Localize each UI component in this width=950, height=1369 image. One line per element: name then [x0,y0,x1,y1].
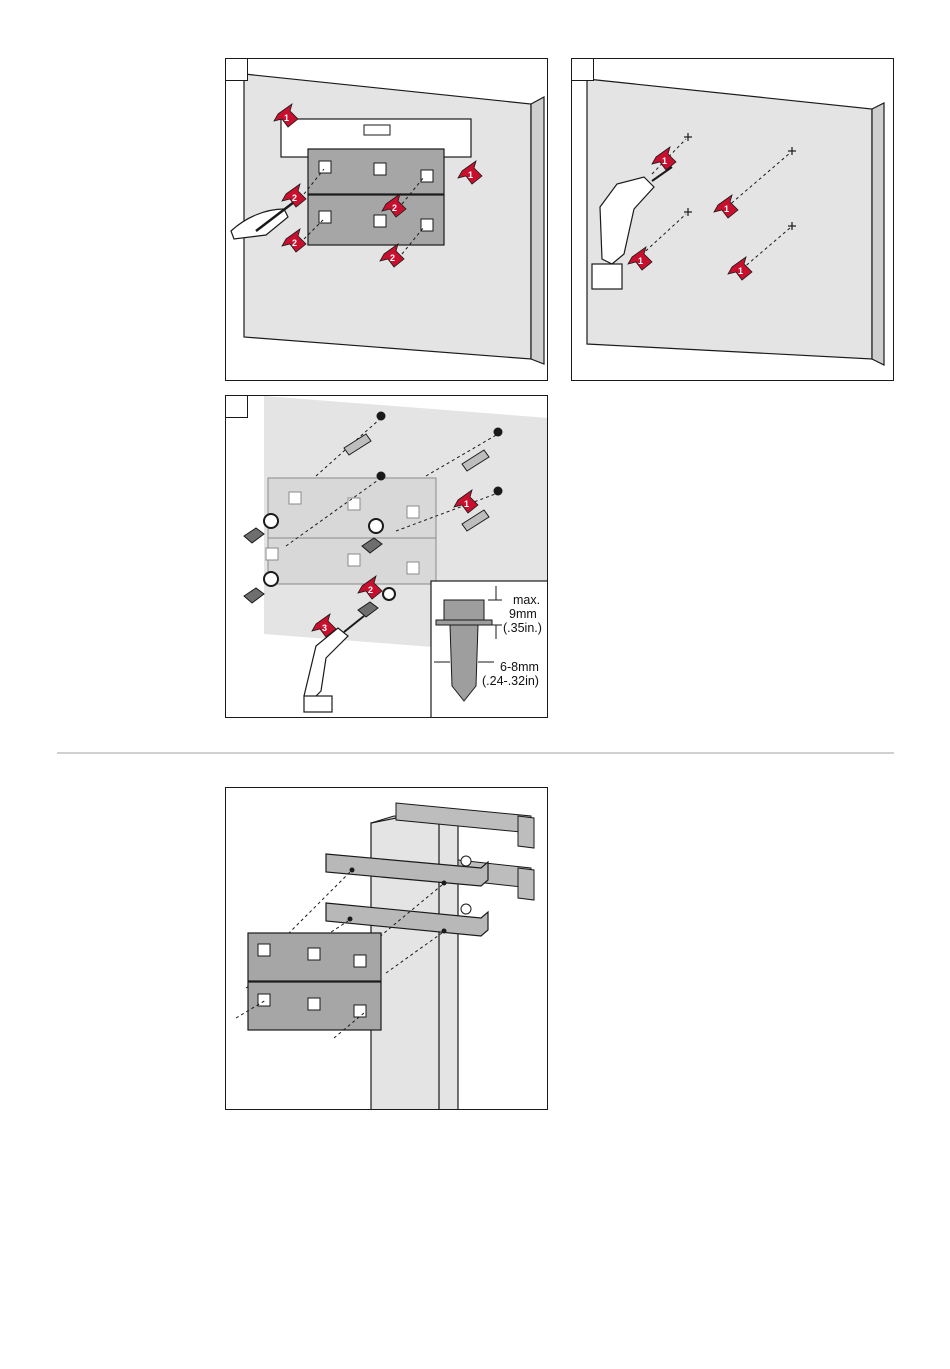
arrow-number-label: 1 [284,113,289,123]
arrow-number-label: 1 [738,266,743,276]
arrow-number-label: 2 [392,203,397,213]
pole-mount-illustration [226,788,548,1110]
figure-screw-bracket: 1 2 3 max. 9mm (.35in.) 6-8mm (.24-.32in… [225,395,548,718]
screw-diameter-in: (.24-.32in) [482,674,539,688]
figure-drill-holes: 1 1 1 1 [571,58,894,381]
screw-head-height-label: max. [513,593,540,607]
arrow-number-label: 1 [468,170,473,180]
arrow-number-label: 1 [638,256,643,266]
screw-head-height-mm: 9mm [509,607,537,621]
drill-holes-illustration: 1 1 1 1 [572,59,894,381]
step-number-box [226,59,248,81]
mark-holes-illustration: 1 1 2 2 2 2 [226,59,548,381]
arrow-number-label: 3 [322,623,327,633]
step-number-box [226,396,248,418]
section-divider [57,752,894,754]
screw-diameter-mm: 6-8mm [500,660,539,674]
pole [371,810,458,1110]
figure-pole-mount [225,787,548,1110]
step-number-box [572,59,594,81]
screw-head-height-in: (.35in.) [503,621,542,635]
arrow-number-label: 2 [390,253,395,263]
arrow-number-label: 1 [464,499,469,509]
arrow-number-label: 1 [662,156,667,166]
arrow-number-label: 1 [724,204,729,214]
arrow-number-label: 2 [368,585,373,595]
arrow-number-label: 2 [292,238,297,248]
figure-mark-holes: 1 1 2 2 2 2 [225,58,548,381]
arrow-number-label: 2 [292,193,297,203]
